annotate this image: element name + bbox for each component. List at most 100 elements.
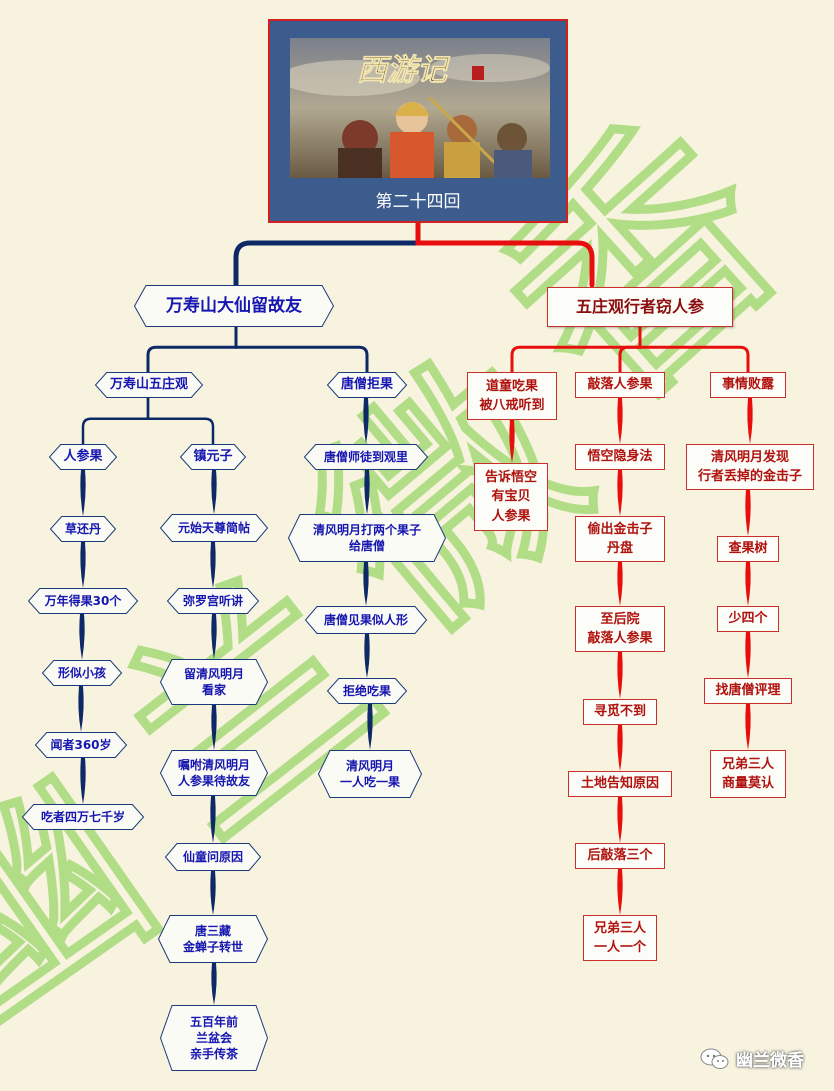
connector-col2 xyxy=(211,614,216,659)
node-r-col2-item[interactable]: 至后院 敲落人参果 xyxy=(575,606,665,652)
connector-r-col3 xyxy=(745,490,750,536)
title-art: 西游记 xyxy=(357,53,451,88)
node-col2-item[interactable]: 弥罗宫听讲 xyxy=(167,588,259,614)
root-node: 西游记 第二十四回 xyxy=(268,19,568,223)
node-col1-item[interactable]: 万年得果30个 xyxy=(28,588,138,614)
connector-right-sub xyxy=(640,327,748,372)
node-sub-b-item[interactable]: 唐僧师徒到观里 xyxy=(304,444,428,470)
node-r-col2-item[interactable]: 兄弟三人 一人一个 xyxy=(583,915,657,961)
footer-brand-text: 幽兰微香 xyxy=(736,1046,804,1071)
node-col2-item[interactable]: 嘱咐清风明月 人参果待故友 xyxy=(160,750,268,796)
connector-r-col2 xyxy=(617,869,622,915)
node-col2-item[interactable]: 五百年前 兰盆会 亲手传茶 xyxy=(160,1005,268,1071)
footer-brand: 幽兰微香 xyxy=(700,1046,804,1071)
connector-r-col2 xyxy=(617,797,622,843)
node-r-col2-title[interactable]: 敲落人参果 xyxy=(575,372,665,398)
connector-col1 xyxy=(80,758,85,804)
connector-root-right xyxy=(418,223,592,285)
node-left-branch[interactable]: 万寿山大仙留故友 xyxy=(134,285,334,327)
connector-col2 xyxy=(211,963,216,1005)
connector-sub-a xyxy=(148,398,213,444)
connector-right-sub xyxy=(620,327,640,372)
connector-col1 xyxy=(79,614,84,660)
node-col1-item-label: 万年得果30个 xyxy=(28,588,138,614)
connector-col1 xyxy=(80,470,85,516)
node-sub-b-item[interactable]: 拒绝吃果 xyxy=(327,678,407,704)
root-caption: 第二十四回 xyxy=(270,181,566,217)
node-r-col2-item[interactable]: 偷出金击子 丹盘 xyxy=(575,516,665,562)
node-sub-b[interactable]: 唐僧拒果 xyxy=(327,372,407,398)
connector-sub-b xyxy=(363,398,368,444)
node-sub-b-item[interactable]: 清风明月 一人吃一果 xyxy=(318,750,422,798)
connector-r-col3 xyxy=(745,562,750,606)
connector-col2 xyxy=(210,871,215,915)
node-col2-item[interactable]: 留清风明月 看家 xyxy=(160,659,268,705)
node-r-col2-item[interactable]: 后敲落三个 xyxy=(575,843,665,869)
node-col2-item[interactable]: 元始天尊简帖 xyxy=(160,514,268,542)
node-r-col3-item[interactable]: 兄弟三人 商量莫认 xyxy=(710,750,786,798)
connector-col2 xyxy=(211,470,216,514)
node-col2-item-label: 五百年前 兰盆会 亲手传茶 xyxy=(160,1005,268,1071)
node-col2-title[interactable]: 镇元子 xyxy=(180,444,246,470)
connector-r-col2 xyxy=(617,652,622,699)
node-r-col1-title[interactable]: 道童吃果 被八戒听到 xyxy=(467,372,557,420)
node-col2-item[interactable]: 唐三藏 金蝉子转世 xyxy=(158,915,268,963)
node-col1-item-label: 草还丹 xyxy=(50,516,116,542)
connector-r-col1 xyxy=(509,420,514,463)
journey-west-poster: 西游记 xyxy=(290,38,550,178)
node-sub-b-item-label: 清风明月 一人吃一果 xyxy=(318,750,422,798)
node-r-col3-title[interactable]: 事情败露 xyxy=(710,372,786,398)
node-col1-item[interactable]: 闻者360岁 xyxy=(35,732,127,758)
node-sub-a[interactable]: 万寿山五庄观 xyxy=(95,372,203,398)
wechat-icon xyxy=(700,1048,730,1070)
node-col2-item-label: 仙童问原因 xyxy=(165,843,261,871)
connector-col2 xyxy=(210,542,215,588)
connector-r-col3 xyxy=(745,704,750,750)
node-col2-item-label: 留清风明月 看家 xyxy=(160,659,268,705)
node-r-col3-item[interactable]: 查果树 xyxy=(717,536,779,562)
connector-sub-b xyxy=(364,470,369,514)
node-r-col1-item[interactable]: 告诉悟空 有宝贝 人参果 xyxy=(474,463,548,531)
node-sub-a-label: 万寿山五庄观 xyxy=(95,372,203,398)
node-left-branch-label: 万寿山大仙留故友 xyxy=(134,285,334,327)
node-r-col2-item[interactable]: 寻觅不到 xyxy=(583,699,657,725)
connector-col1 xyxy=(78,686,83,732)
node-col1-item[interactable]: 吃者四万七千岁 xyxy=(22,804,144,830)
node-r-col3-item[interactable]: 找唐僧评理 xyxy=(704,678,792,704)
node-col2-item[interactable]: 仙童问原因 xyxy=(165,843,261,871)
node-col1-title-label: 人参果 xyxy=(49,444,117,470)
node-col1-item[interactable]: 形似小孩 xyxy=(42,660,122,686)
connector-sub-a xyxy=(83,398,148,444)
node-sub-b-item-label: 唐僧师徒到观里 xyxy=(304,444,428,470)
connector-root-left xyxy=(236,223,418,285)
node-col1-item[interactable]: 草还丹 xyxy=(50,516,116,542)
node-right-branch[interactable]: 五庄观行者窃人参 xyxy=(547,287,733,327)
node-col2-item-label: 元始天尊简帖 xyxy=(160,514,268,542)
connector-left-sub xyxy=(148,327,236,372)
node-col1-item-label: 闻者360岁 xyxy=(35,732,127,758)
connector-r-col2 xyxy=(617,725,622,771)
node-sub-b-item[interactable]: 唐僧见果似人形 xyxy=(305,606,427,634)
node-sub-b-item[interactable]: 清风明月打两个果子 给唐僧 xyxy=(288,514,446,562)
connector-sub-b xyxy=(364,634,369,678)
connector-r-col2 xyxy=(617,562,622,606)
connector-r-col2 xyxy=(617,470,622,516)
node-col1-title[interactable]: 人参果 xyxy=(49,444,117,470)
connector-sub-b xyxy=(367,704,372,750)
node-r-col3-item[interactable]: 清风明月发现 行者丢掉的金击子 xyxy=(686,444,814,490)
node-col2-item-label: 唐三藏 金蝉子转世 xyxy=(158,915,268,963)
connector-r-col2 xyxy=(617,398,622,444)
node-sub-b-item-label: 唐僧见果似人形 xyxy=(305,606,427,634)
node-sub-b-label: 唐僧拒果 xyxy=(327,372,407,398)
connector-r-col3 xyxy=(745,632,750,678)
node-r-col2-item[interactable]: 悟空隐身法 xyxy=(575,444,665,470)
node-r-col3-item[interactable]: 少四个 xyxy=(717,606,779,632)
connector-left-sub xyxy=(236,327,367,372)
node-r-col2-item[interactable]: 土地告知原因 xyxy=(568,771,672,797)
connector-col2 xyxy=(210,796,215,843)
connector-col2 xyxy=(211,705,216,750)
connector-sub-b xyxy=(363,562,368,606)
node-col2-title-label: 镇元子 xyxy=(180,444,246,470)
node-col2-item-label: 嘱咐清风明月 人参果待故友 xyxy=(160,750,268,796)
